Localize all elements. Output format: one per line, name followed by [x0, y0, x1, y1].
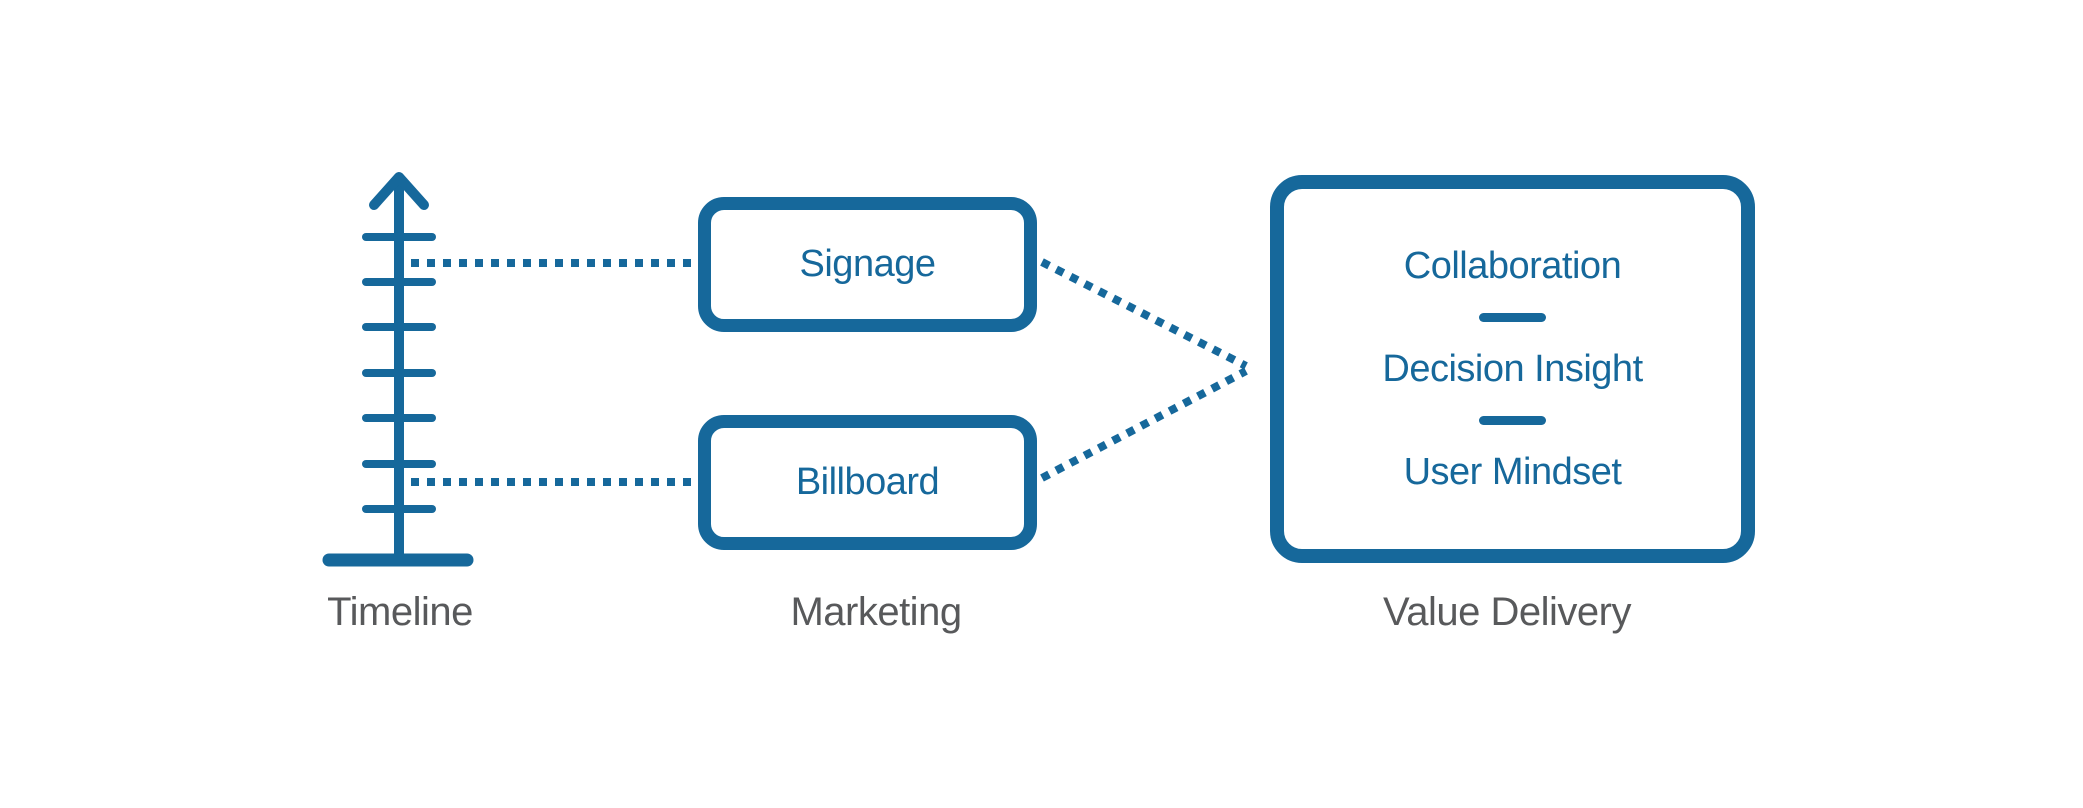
- node-value-delivery: Collaboration Decision Insight User Mind…: [1270, 175, 1755, 563]
- value-delivery-label: Value Delivery: [1383, 590, 1631, 634]
- divider: [1479, 313, 1546, 322]
- value-delivery-item-decision-insight: Decision Insight: [1382, 348, 1643, 390]
- connector-signage-to-value-delivery: [1040, 258, 1248, 370]
- value-delivery-item-collaboration: Collaboration: [1403, 245, 1622, 287]
- node-billboard: Billboard: [698, 415, 1037, 550]
- timeline-label: Timeline: [327, 590, 473, 634]
- timeline-axis: [322, 172, 474, 567]
- node-billboard-label: Billboard: [795, 461, 940, 503]
- connector-billboard-to-value-delivery: [1040, 367, 1248, 482]
- node-signage-label: Signage: [799, 243, 936, 285]
- arrow-up-icon: [369, 172, 429, 210]
- marketing-label: Marketing: [790, 590, 962, 634]
- node-signage: Signage: [698, 197, 1037, 332]
- timeline-ticks: [362, 233, 436, 513]
- value-delivery-item-user-mindset: User Mindset: [1403, 451, 1622, 493]
- divider: [1479, 416, 1546, 425]
